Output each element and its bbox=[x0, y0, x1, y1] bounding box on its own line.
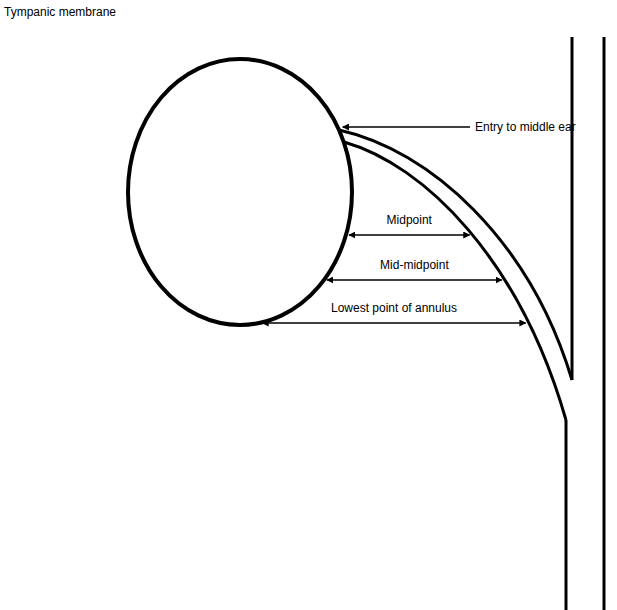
part-label: Midpoint bbox=[387, 213, 432, 227]
part-label: Tympanic membrane bbox=[4, 5, 116, 19]
pointer-arrow bbox=[343, 126, 470, 128]
canal-wall bbox=[565, 420, 568, 610]
dimension-arrow bbox=[262, 322, 525, 324]
tube-wall bbox=[344, 142, 566, 420]
dimension-arrow bbox=[349, 234, 470, 236]
part-label: Lowest point of annulus bbox=[331, 301, 457, 315]
part-label: Mid-midpoint bbox=[380, 258, 449, 272]
canal-wall bbox=[571, 37, 574, 380]
part-label: Entry to middle ear bbox=[475, 120, 576, 134]
tympanic-membrane-outline bbox=[128, 59, 352, 325]
dimension-arrow bbox=[327, 279, 502, 281]
canal-wall bbox=[603, 37, 606, 610]
